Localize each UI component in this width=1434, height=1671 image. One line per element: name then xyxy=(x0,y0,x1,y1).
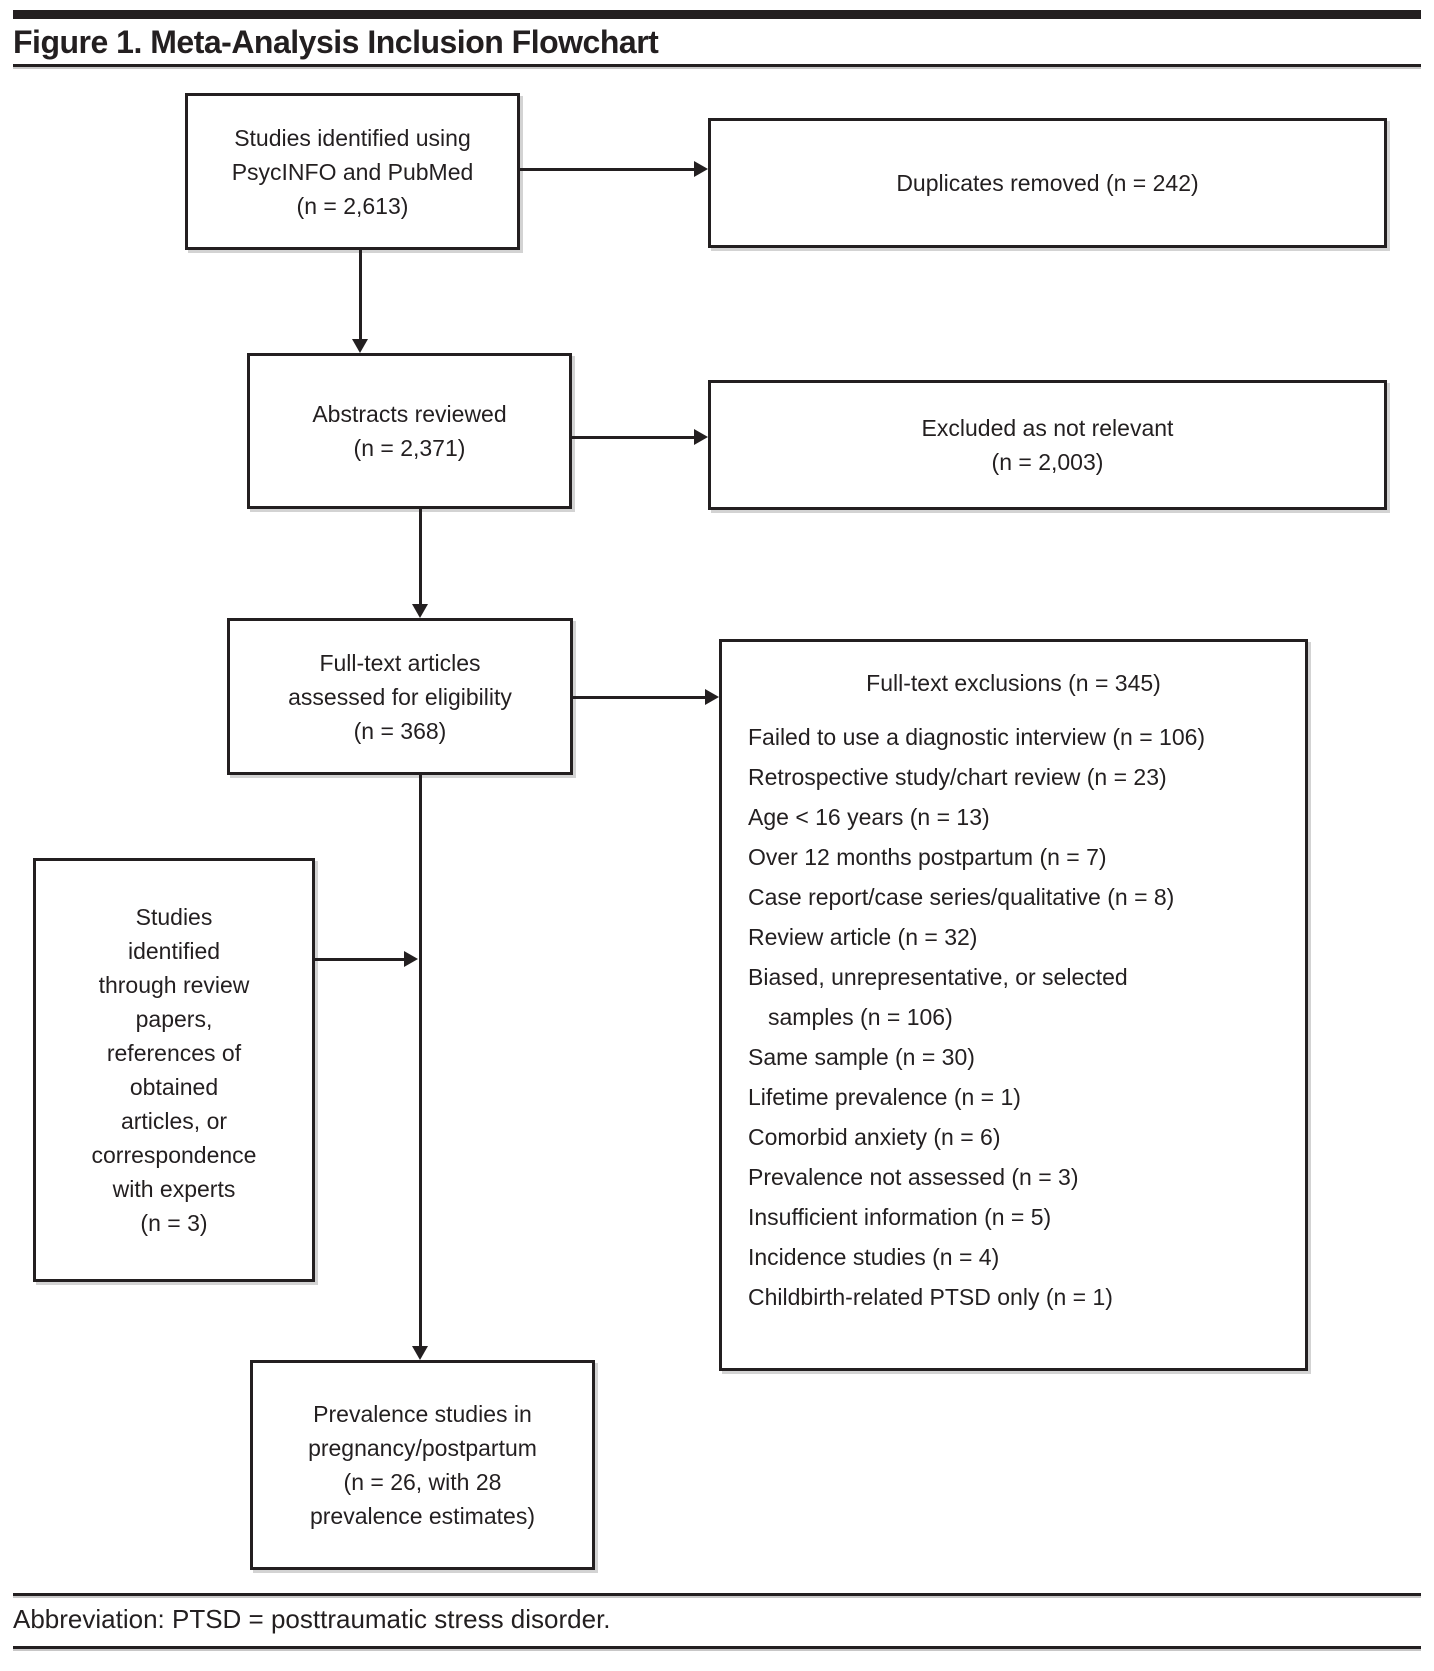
exclusion-item: Prevalence not assessed (n = 3) xyxy=(748,1164,1079,1190)
node-prevalence-studies: Prevalence studies in pregnancy/postpart… xyxy=(250,1360,595,1570)
exclusion-item: Lifetime prevalence (n = 1) xyxy=(748,1084,1021,1110)
exclusion-item: Retrospective study/chart review (n = 23… xyxy=(748,764,1167,790)
title-rule xyxy=(13,64,1421,67)
exclusion-item: Case report/case series/qualitative (n =… xyxy=(748,884,1175,910)
node-abstracts-reviewed: Abstracts reviewed (n = 2,371) xyxy=(247,353,572,509)
exclusion-item: Over 12 months postpartum (n = 7) xyxy=(748,844,1107,870)
exclusion-item: Comorbid anxiety (n = 6) xyxy=(748,1124,1001,1150)
node-fulltext-exclusions: Full-text exclusions (n = 345) Failed to… xyxy=(719,639,1308,1371)
node-studies-identified-label: Studies identified using PsycINFO and Pu… xyxy=(231,124,474,219)
node-review-sources: Studies identified through review papers… xyxy=(33,858,315,1282)
figure-title: Figure 1. Meta-Analysis Inclusion Flowch… xyxy=(13,24,659,60)
footnote-bottom-rule xyxy=(13,1646,1421,1649)
footnote-top-rule xyxy=(13,1593,1421,1596)
node-abstracts-reviewed-label: Abstracts reviewed (n = 2,371) xyxy=(312,401,507,461)
node-excluded-not-relevant: Excluded as not relevant (n = 2,003) xyxy=(708,380,1387,510)
exclusion-item: Biased, unrepresentative, or selected sa… xyxy=(748,964,1128,1030)
node-duplicates-removed-label: Duplicates removed (n = 242) xyxy=(896,170,1199,196)
node-excluded-not-relevant-label: Excluded as not relevant (n = 2,003) xyxy=(921,415,1174,475)
exclusions-header: Full-text exclusions (n = 345) xyxy=(866,670,1161,696)
exclusion-item: Same sample (n = 30) xyxy=(748,1044,975,1070)
exclusion-item: Failed to use a diagnostic interview (n … xyxy=(748,724,1206,750)
exclusion-item: Age < 16 years (n = 13) xyxy=(748,804,990,830)
exclusion-item: Insufficient information (n = 5) xyxy=(748,1204,1052,1230)
node-duplicates-removed: Duplicates removed (n = 242) xyxy=(708,118,1387,248)
abbreviation-footnote: Abbreviation: PTSD = posttraumatic stres… xyxy=(13,1604,611,1634)
node-studies-identified: Studies identified using PsycINFO and Pu… xyxy=(185,93,520,250)
node-fulltext-assessed: Full-text articles assessed for eligibil… xyxy=(227,618,573,775)
exclusion-item: Childbirth-related PTSD only (n = 1) xyxy=(748,1284,1113,1310)
node-review-sources-label: Studies identified through review papers… xyxy=(91,904,257,1236)
node-fulltext-assessed-label: Full-text articles assessed for eligibil… xyxy=(288,649,512,744)
top-bar xyxy=(13,10,1421,19)
node-prevalence-studies-label: Prevalence studies in pregnancy/postpart… xyxy=(308,1401,537,1529)
exclusion-item: Incidence studies (n = 4) xyxy=(748,1244,1000,1270)
exclusion-item: Review article (n = 32) xyxy=(748,924,978,950)
